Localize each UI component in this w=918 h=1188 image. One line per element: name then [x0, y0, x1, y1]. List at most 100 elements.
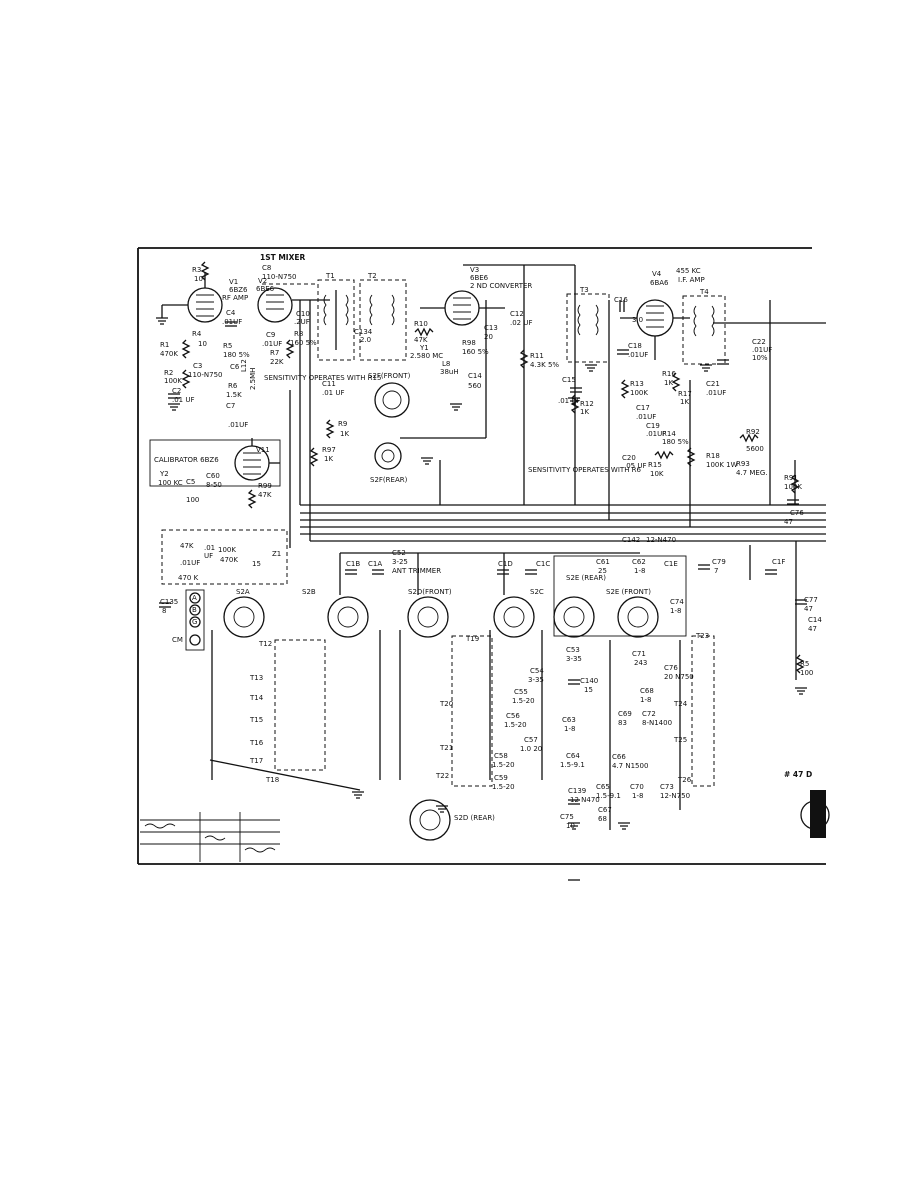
label-t1: T1 [325, 272, 335, 280]
label-s2d-front: S2D(FRONT) [408, 588, 452, 596]
label-c7-val: .01UF [228, 421, 248, 429]
label-t4: T4 [699, 288, 709, 296]
label-c53-val: 3-35 [566, 655, 582, 663]
label-c17-val: .01UF [636, 413, 656, 421]
label-c56: C56 [506, 712, 520, 720]
label-t18: T18 [265, 776, 279, 784]
label-c58: C58 [494, 752, 508, 760]
label-c59-val: 1.5-20 [492, 783, 515, 791]
label-c134: C134 [354, 328, 373, 336]
label-c134-val: 2.0 [360, 336, 371, 344]
label-c77: C77 [804, 596, 818, 604]
label-c22-val: .01UF [752, 346, 772, 354]
label-c55-val: 1.5-20 [512, 697, 535, 705]
label-c140: C140 [580, 677, 598, 685]
label-c139-val: 12 N470 [570, 796, 600, 804]
label-c65-val: 1.5-9.1 [596, 792, 621, 800]
label-r3-val: 10 [194, 275, 203, 283]
label-c2-val: .01 UF [172, 396, 195, 404]
label-r4-val: 10 [198, 340, 207, 348]
label-c140-val: 15 [584, 686, 593, 694]
label-r15: R15 [648, 461, 662, 469]
label-c67: C67 [598, 806, 612, 814]
label-c20: C20 [622, 454, 636, 462]
label-c63-val: 1-8 [564, 725, 575, 733]
label-r11: R11 [530, 352, 544, 360]
label-r93: R93 [736, 460, 750, 468]
switch-s2d-front [407, 596, 449, 638]
switch-s2b [327, 596, 369, 638]
label-r11-val: 4.3K 5% [530, 361, 559, 369]
label-c55: C55 [514, 688, 528, 696]
label-c19-val: .01UF [646, 430, 666, 438]
label-c10: C10 [296, 310, 310, 318]
label-r7: R7 [270, 349, 279, 357]
label-r6: R6 [228, 382, 238, 390]
label-r10: R10 [414, 320, 428, 328]
label-c72: C72 [642, 710, 656, 718]
label-c62-val: 1-8 [634, 567, 645, 575]
label-c77-val: 47 [804, 605, 813, 613]
switch-s2a [223, 596, 265, 638]
label-c4-val: .01UF [222, 318, 242, 326]
label-r13-val: 100K [630, 389, 648, 397]
label-if-freq: 455 KC [676, 267, 701, 275]
coil-boxes [161, 529, 715, 787]
label-s2a: S2A [236, 588, 250, 596]
ground-symbols [156, 317, 807, 830]
bus-wires [289, 264, 826, 548]
bottom-wires [209, 541, 797, 830]
tube-v4 [620, 299, 690, 360]
label-c10-val: .2UF [294, 318, 310, 326]
tube-47-partial [800, 790, 830, 838]
label-r18-val: 100K 1W [706, 461, 738, 469]
label-r16: R16 [662, 370, 676, 378]
label-c73-val: 12-N750 [660, 792, 690, 800]
label-sens-r15: SENSITIVITY OPERATES WITH R15 [264, 374, 381, 382]
label-jack-cm: CM [172, 636, 183, 644]
label-r5-val: 180 5% [223, 351, 250, 359]
component-labels: 1ST MIXER C8 110-N750 R3 10 V1 6BZ6 RF A… [154, 253, 822, 830]
label-c8: C8 [262, 264, 271, 272]
label-z1: Z1 [272, 550, 281, 558]
label-t15: T15 [249, 716, 263, 724]
label-v3-type: 6BE6 [470, 274, 489, 282]
transformer-t2 [359, 279, 407, 361]
label-r17-val: 1K [680, 398, 689, 406]
switch-s2e-front [617, 596, 659, 638]
label-c76-val: 47 [784, 518, 793, 526]
label-c64-val: 1.5-9.1 [560, 761, 585, 769]
label-c11: C11 [322, 380, 336, 388]
label-sens-r6: SENSITIVITY OPERATES WITH R6 [528, 466, 642, 474]
label-l12: L12 [240, 359, 248, 372]
label-v1-type: 6BZ6 [229, 286, 248, 294]
label-s2d-rear: S2D (REAR) [454, 814, 495, 822]
label-r92: R92 [746, 428, 760, 436]
label-r8: R8 [294, 330, 303, 338]
label-v4-type: 6BA6 [650, 279, 669, 287]
label-c76b: C76 [664, 664, 678, 672]
label-cal-470k-b: 470 K [178, 574, 199, 582]
label-c20-val: .05 UF [624, 462, 647, 470]
label-t17: T17 [249, 757, 263, 765]
label-cal-100k: 100K [218, 546, 236, 554]
label-t20: T20 [439, 700, 453, 708]
label-r99: R99 [258, 482, 272, 490]
label-r10-val: 47K [414, 336, 428, 344]
label-c60-val: 8-50 [206, 481, 222, 489]
label-c5-val: 100 [186, 496, 199, 504]
label-if-role: I.F. AMP [678, 276, 705, 284]
label-v1-role: RF AMP [222, 294, 248, 302]
drawing-frame [137, 247, 826, 865]
label-c4: C4 [226, 309, 236, 317]
label-c76b-val: 20 N750 [664, 673, 694, 681]
label-c14x: C14 [808, 616, 822, 624]
switch-s2e-rear [553, 596, 595, 638]
label-v11: V11 [256, 446, 270, 454]
label-c139: C139 [568, 787, 586, 795]
label-c13-val: 20 [484, 333, 493, 341]
label-jack-b: B [192, 606, 197, 614]
label-ant-trimmer: ANT TRIMMER [392, 567, 441, 575]
label-c79: C79 [712, 558, 726, 566]
label-cal-01uf: .01UF [180, 559, 200, 567]
